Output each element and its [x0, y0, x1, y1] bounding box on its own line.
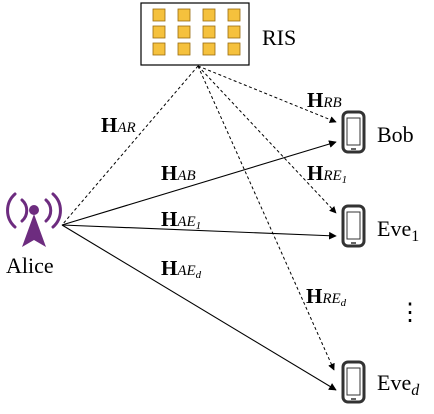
channel-label-AEd: HAEd — [161, 256, 202, 281]
link-alice-eve1 — [61, 224, 337, 240]
ris-element — [227, 8, 241, 22]
phone-icon — [341, 110, 366, 154]
phone-icon — [341, 360, 366, 404]
ris-element — [152, 42, 166, 56]
channel-label-REd: HREd — [306, 284, 347, 309]
ris-element — [177, 42, 191, 56]
link-ris-eved — [197, 65, 335, 371]
link-ris-bob — [197, 65, 337, 123]
ris-element — [227, 25, 241, 39]
channel-label-AB: HAB — [161, 161, 196, 185]
ris-element-grid — [152, 8, 241, 56]
ris-element — [152, 25, 166, 39]
phone-icon — [341, 204, 366, 248]
ris-label: RIS — [262, 25, 296, 50]
link-alice-eved — [61, 224, 337, 391]
channel-label-AE1: HAE1 — [161, 207, 201, 232]
channel-label-RB: HRB — [307, 88, 342, 112]
channel-label-AR: HAR — [101, 113, 136, 137]
ris-element — [202, 8, 216, 22]
antenna-icon — [6, 192, 62, 247]
ris-element — [152, 8, 166, 22]
link-ris-alice — [61, 65, 199, 226]
receiver-label-bob: Bob — [377, 122, 414, 147]
receiver-label-eve1: Eve1 — [377, 216, 419, 245]
ris-element — [177, 8, 191, 22]
link-alice-bob — [61, 140, 337, 226]
ris-element — [202, 42, 216, 56]
ris-element — [227, 42, 241, 56]
receiver-label-eved: Eved — [377, 370, 420, 399]
ris-panel — [140, 2, 250, 66]
direct-links — [61, 140, 337, 391]
link-ris-eve1 — [197, 65, 337, 214]
ris-element — [202, 25, 216, 39]
channel-label-RE1: HRE1 — [307, 161, 347, 186]
ris-links — [61, 65, 337, 371]
ellipsis: ⋮ — [398, 300, 422, 326]
ris-element — [177, 25, 191, 39]
alice-label: Alice — [6, 253, 54, 278]
